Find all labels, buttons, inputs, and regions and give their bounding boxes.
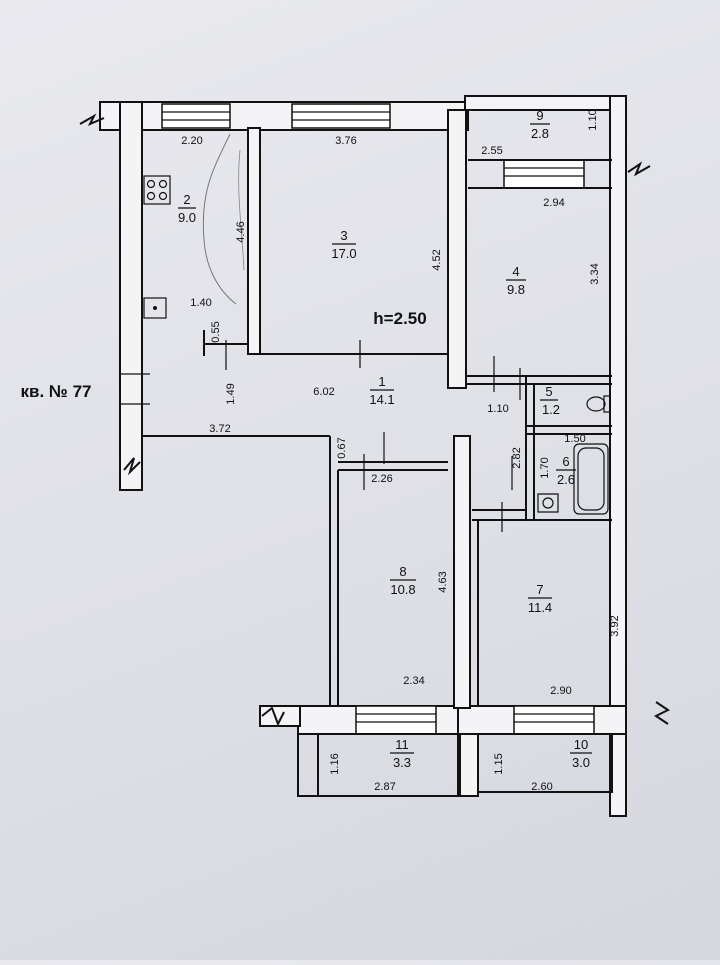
bathtub xyxy=(573,443,609,515)
room-6-number: 6 xyxy=(562,454,569,469)
dimension-label: 1.15 xyxy=(493,753,505,774)
dimension-label: 0.67 xyxy=(336,437,348,458)
dimension-label: 2.26 xyxy=(371,473,392,485)
dimension-labels: 2.20 3.76 4.46 4.52 1.40 0.55 1.49 6.02 … xyxy=(181,109,621,793)
ceiling-height-label: h=2.50 xyxy=(373,309,426,328)
dimension-label: 6.02 xyxy=(313,386,334,398)
dimension-label: 1.10 xyxy=(587,109,599,130)
room-labels: 2 9.0 3 17.0 4 9.8 1 14.1 5 1.2 6 2.6 8 … xyxy=(178,108,592,770)
dimension-label: 2.82 xyxy=(511,447,523,468)
interior-walls xyxy=(142,109,612,797)
room-4-number: 4 xyxy=(512,264,519,279)
room-7-number: 7 xyxy=(536,582,543,597)
dimension-label: 0.55 xyxy=(210,321,222,342)
room-11-area: 3.3 xyxy=(393,755,411,770)
wall-break-marks xyxy=(79,113,670,727)
dimension-label: 4.52 xyxy=(431,249,443,270)
sketch-mark xyxy=(202,133,237,305)
dimension-label: 4.63 xyxy=(437,571,449,592)
dimension-label: 2.55 xyxy=(481,145,502,157)
room-8-area: 10.8 xyxy=(390,582,415,597)
dimension-label: 1.50 xyxy=(564,433,585,445)
room-1-number: 1 xyxy=(378,374,385,389)
balconies xyxy=(297,733,613,797)
exterior-walls xyxy=(99,95,627,817)
dimension-label: 2.34 xyxy=(403,675,424,687)
room-6-area: 2.6 xyxy=(557,472,575,487)
sketch-mark xyxy=(238,149,245,271)
dimension-label: 2.60 xyxy=(531,781,552,793)
dimension-label: 1.40 xyxy=(190,297,211,309)
room-4-area: 9.8 xyxy=(507,282,525,297)
dimension-label: 1.16 xyxy=(329,753,341,774)
room-7-area: 11.4 xyxy=(528,600,552,615)
kitchen-sink xyxy=(143,297,167,319)
room-11-number: 11 xyxy=(395,737,409,752)
room-1-area: 14.1 xyxy=(369,392,394,407)
apartment-label: кв. № 77 xyxy=(21,382,92,401)
room-3-area: 17.0 xyxy=(331,246,356,261)
room-5-area: 1.2 xyxy=(542,402,560,417)
dimension-label: 2.20 xyxy=(181,135,202,147)
door-ticks xyxy=(120,340,521,532)
room-3-number: 3 xyxy=(340,228,347,243)
dimension-label: 2.94 xyxy=(543,197,564,209)
windows xyxy=(161,103,595,735)
room-5-number: 5 xyxy=(545,384,552,399)
room-8-number: 8 xyxy=(399,564,406,579)
dimension-label: 3.92 xyxy=(609,615,621,636)
dimension-label: 2.87 xyxy=(374,781,395,793)
stove xyxy=(143,175,171,205)
toilet xyxy=(586,395,611,413)
dimension-label: 1.10 xyxy=(487,403,508,415)
room-10-area: 3.0 xyxy=(572,755,590,770)
bathroom-sink xyxy=(537,493,559,513)
room-9-number: 9 xyxy=(536,108,543,123)
room-2-number: 2 xyxy=(183,192,190,207)
dimension-label: 3.76 xyxy=(335,135,356,147)
room-10-number: 10 xyxy=(574,737,588,752)
dimension-label: 3.34 xyxy=(589,263,601,284)
dimension-label: 1.49 xyxy=(225,383,237,404)
dimension-label: 2.90 xyxy=(550,685,571,697)
dimension-label: 1.70 xyxy=(539,457,551,478)
room-2-area: 9.0 xyxy=(178,210,196,225)
dimension-label: 3.72 xyxy=(209,423,230,435)
dimension-label: 4.46 xyxy=(235,221,247,242)
room-9-area: 2.8 xyxy=(531,126,549,141)
